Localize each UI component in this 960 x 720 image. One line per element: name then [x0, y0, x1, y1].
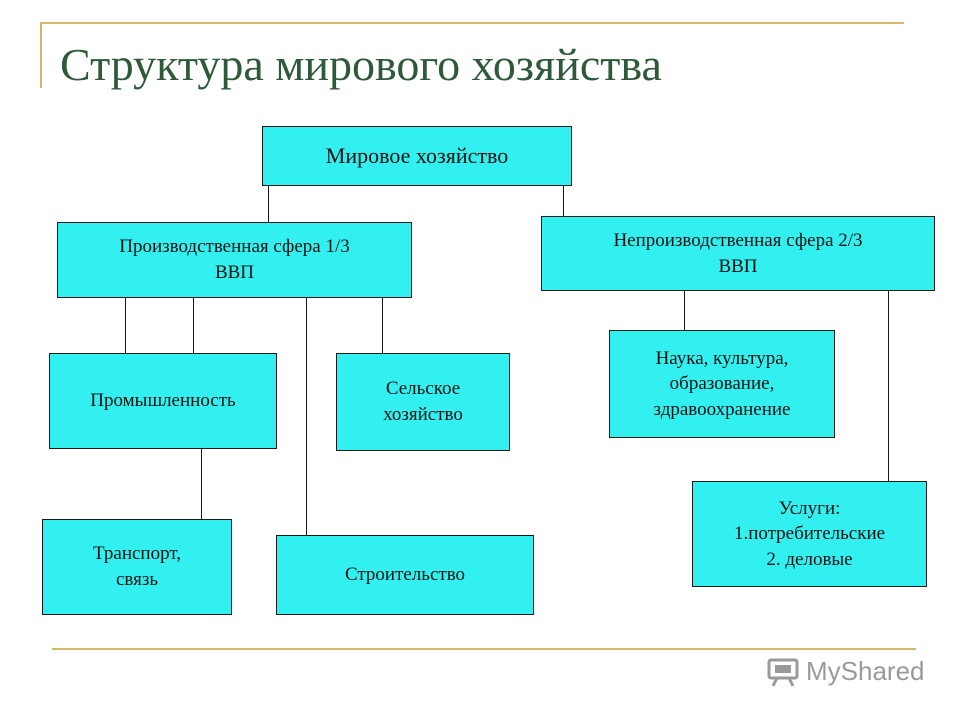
connector-industry-transport	[201, 449, 202, 519]
node-construction-label: Строительство	[344, 564, 466, 586]
watermark-logo: MyShared	[766, 656, 925, 687]
connector-root-nonproduction	[563, 186, 564, 216]
node-services-line1: Услуги:	[778, 497, 841, 519]
node-production-sphere-line1: Производственная сфера 1/3	[119, 236, 350, 258]
connector-production-industry-b	[193, 298, 194, 353]
node-production-sphere: Производственная сфера 1/3 ВВП	[57, 222, 412, 298]
connector-production-construction	[306, 298, 307, 535]
node-agriculture-line2: хозяйство	[383, 404, 463, 425]
node-world-economy-label: Мировое хозяйство	[325, 143, 509, 169]
node-transport-line1: Транспорт,	[93, 543, 181, 565]
node-world-economy: Мировое хозяйство	[262, 126, 572, 186]
node-agriculture-line1: Сельское	[385, 378, 461, 400]
node-services-line3: 2. деловые	[766, 548, 853, 570]
node-production-sphere-line2: ВВП	[214, 262, 255, 283]
node-transport-line2: связь	[115, 569, 159, 590]
watermark-text: MyShared	[806, 656, 925, 686]
node-nonproduction-sphere-line2: ВВП	[718, 255, 758, 277]
node-agriculture: Сельское хозяйство	[336, 353, 510, 451]
node-science-culture-line1: Наука, культура,	[655, 347, 789, 369]
node-services: Услуги: 1.потребительские 2. деловые	[692, 481, 927, 587]
node-industry: Промышленность	[49, 353, 277, 449]
decor-line-top	[40, 22, 904, 24]
connector-nonproduction-services	[888, 291, 889, 481]
connector-production-agriculture	[382, 298, 383, 353]
connector-production-industry-a	[125, 298, 126, 353]
node-science-culture: Наука, культура, образование, здравоохра…	[609, 330, 835, 438]
projector-icon	[767, 658, 799, 687]
node-services-line2: 1.потребительские	[733, 523, 886, 545]
node-nonproduction-sphere: Непроизводственная сфера 2/3 ВВП	[541, 216, 935, 291]
node-transport: Транспорт, связь	[42, 519, 232, 615]
decor-line-bottom	[52, 648, 916, 650]
connector-nonproduction-science	[684, 291, 685, 330]
node-nonproduction-sphere-line1: Непроизводственная сфера 2/3	[613, 229, 863, 251]
slide-title: Структура мирового хозяйства	[60, 39, 662, 90]
node-industry-label: Промышленность	[90, 390, 236, 412]
node-construction: Строительство	[276, 535, 534, 615]
decor-line-left	[40, 22, 42, 88]
node-science-culture-line2: образование,	[669, 373, 775, 395]
connector-root-production	[268, 186, 269, 222]
node-science-culture-line3: здравоохранение	[653, 398, 791, 420]
